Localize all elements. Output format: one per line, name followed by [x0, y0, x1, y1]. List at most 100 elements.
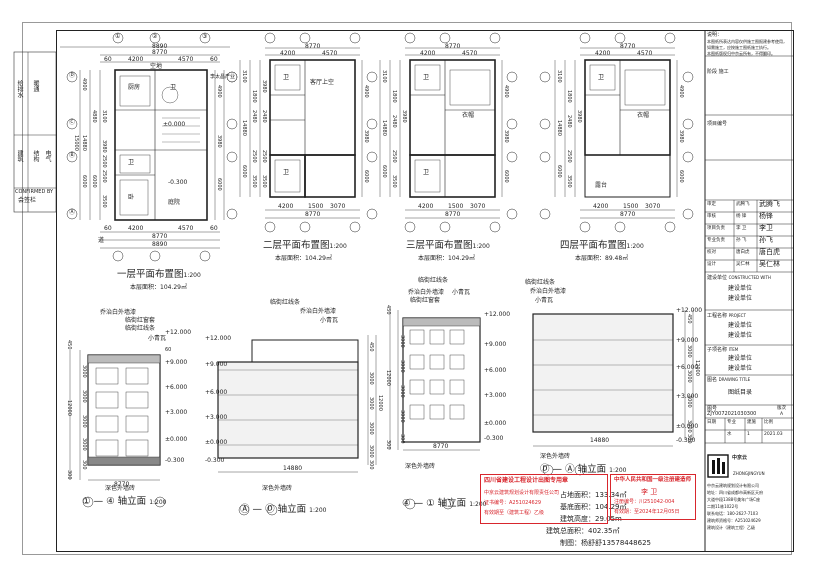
plan2-ldim-10: 2500	[261, 150, 267, 163]
plan1-room-empty: 空地	[150, 63, 163, 70]
plan4-ldim-7: 3500	[566, 175, 572, 188]
e1-window-row: 60	[165, 347, 172, 353]
plan2-dim-top-2: 4570	[322, 50, 338, 57]
tb-client-label: 建设单位 CONSTRUCTED WITH	[707, 275, 771, 281]
e1-level-3: +3.000	[165, 409, 188, 416]
plan1-ldim-1: 4880	[91, 110, 97, 123]
plan1-dim-top-3: 60	[210, 56, 218, 63]
e3-title: ④ — ① 轴立面 1:200	[402, 498, 487, 509]
tb-role-4-sign: 唐白虎	[759, 248, 780, 256]
e2-note-1: 乔治白外墙漆	[300, 308, 337, 315]
tb-company-name: 中京云	[732, 455, 748, 461]
e3-level-4: ±0.000	[484, 420, 507, 427]
tb-drawing-value: 图纸目录	[728, 389, 753, 396]
tb-note-2: 本图纸版权归中京云所有，不得翻印。	[707, 51, 775, 56]
plan2-ldim-0: 3100	[241, 70, 247, 83]
plan4-ldim-5: 6000	[556, 165, 562, 178]
plan4-dim-top-1: 4200	[595, 50, 611, 57]
e4-level-0: +12.000	[676, 307, 703, 314]
plan1-ldim-0: 4900	[81, 78, 87, 91]
plan4-ldim-2: 2480	[566, 115, 572, 128]
plan4-dim-bottom-0: 4200	[593, 203, 609, 210]
e2-title: Ⓐ — Ⓓ 轴立面 1:200	[240, 504, 327, 515]
e1-ldim-4: 3000	[81, 390, 87, 403]
plan1-room-bath2: 卫	[128, 159, 135, 166]
plan1-dim-bottom-total2: 8890	[152, 241, 168, 248]
plan4-rdim-1: 3980	[678, 130, 684, 143]
tb-role-2-label: 项目负责	[707, 226, 725, 231]
e3-note-2: 临街红窗套	[410, 297, 441, 304]
e3-ldim-7: 300	[399, 434, 405, 444]
tb-row-label-3: 比例	[764, 420, 773, 425]
plan2-room-void: 客厅上空	[310, 79, 335, 86]
plan3-dim-top-1: 4200	[420, 50, 436, 57]
tb-client-value-0: 建设单位	[728, 285, 753, 292]
tb-note-1: 如需施工，应按施工图纸施工执行。	[707, 45, 771, 50]
tb-address-0: 中京云建筑规划设计有限公司	[707, 483, 759, 488]
plan1-room-kitchen: 厨房	[128, 84, 141, 91]
e4-rdim-1: 12000	[694, 360, 700, 376]
plan1-rdim-1: 3980	[216, 135, 222, 148]
elevation2-drawing	[217, 335, 377, 516]
plan2-ldim-9: 3500	[261, 175, 267, 188]
plan3-dim-top-2: 4570	[462, 50, 478, 57]
plan1-dim-bottom-3: 60	[210, 225, 218, 232]
drawing-sheet	[22, 22, 792, 555]
plan2-ldim-7: 3500	[251, 175, 257, 188]
e1-ldim-0: 450	[66, 340, 72, 350]
plan3-ldim-0: 3100	[381, 70, 387, 83]
plan2-room-bath1: 卫	[283, 74, 290, 81]
plan2-rdim-2: 6000	[363, 170, 369, 183]
plan3-dim-bottom-1: 1500	[448, 203, 464, 210]
plan1-ldim-7: 6000	[91, 175, 97, 188]
design-seal-stamp: 四川省建设工程设计出图专用章 中京云建筑规划设计有限责任公司 证书编号：A251…	[480, 474, 608, 524]
e3-ldim-4: 3000	[399, 360, 405, 373]
tb-row-label-1: 专业	[727, 420, 736, 425]
e3-level-0: +12.000	[484, 311, 511, 318]
plan1-room-yard: 庭院	[168, 199, 181, 206]
plan4-ldim-6: 2500	[566, 150, 572, 163]
plan1-drawing	[60, 32, 238, 262]
plan1-dim-total: 8890	[152, 43, 168, 50]
e2-rdim-6: 12000	[377, 395, 383, 411]
summary-maker: 制图：杨舒舒13578448625	[560, 539, 651, 547]
plan1-ldim-3: 15000	[73, 135, 79, 151]
plan1-ldim-9: 2500	[101, 170, 107, 183]
plan3-ldim-4: 3980	[401, 110, 407, 123]
company-logo-mark	[707, 454, 729, 478]
plan3-area: 本层面积：104.29㎡	[418, 255, 475, 262]
plan4-ldim-1: 1800	[566, 90, 572, 103]
tb-project-value-1: 建设单位	[728, 332, 753, 339]
tb-note-0: 本图纸所表达内容仅供施工图报建参考使用，	[707, 39, 787, 44]
plan1-ldim-6: 3980	[101, 140, 107, 153]
plan4-title: 四层平面布置图1:200	[560, 240, 644, 251]
plan2-dim-bottom-1: 1500	[308, 203, 324, 210]
plan3-ldim-7: 3500	[391, 175, 397, 188]
plan1-road-label: 道	[98, 237, 105, 244]
tb-sheet-value: A	[780, 412, 784, 417]
e2-level-5: -0.300	[205, 457, 225, 464]
tb-role-0-label: 审定	[707, 202, 716, 207]
plan4-area: 本层面积：89.48㎡	[575, 255, 629, 262]
summary-total-area: 建筑总面积：402.35㎡	[546, 527, 620, 535]
plan4-dim-bottom-1: 1500	[623, 203, 639, 210]
tb-drawing-no-label: 图号	[707, 406, 718, 412]
plan2-dim-bottom-3: 8770	[305, 211, 321, 218]
plan1-room-bath1: 卫	[170, 84, 177, 91]
plan2-ldim-8: 2500	[251, 150, 257, 163]
plan1-ldim-5: 3100	[101, 110, 107, 123]
plan4-dim-top-2: 4570	[637, 50, 653, 57]
plan1-room-bed: 卧	[128, 194, 135, 201]
e4-rdim-5: 3000	[686, 420, 692, 433]
e1-note-1: 临街红窗套	[125, 317, 156, 324]
plan3-room-closet: 衣帽	[462, 112, 475, 119]
tb-role-4-name: 唐白虎	[736, 250, 750, 255]
plan2-ldim-2: 2480	[251, 110, 257, 123]
tb-address-3: 二期11栋1022号	[707, 504, 739, 509]
e4-level-5: -0.300	[676, 437, 696, 444]
e4-rdim-6: 300	[686, 434, 692, 444]
e1-ldim-2: 300	[66, 470, 72, 480]
plan4-room-terrace: 露台	[595, 182, 608, 189]
tb-row-value-3: 2021.03	[764, 432, 783, 437]
